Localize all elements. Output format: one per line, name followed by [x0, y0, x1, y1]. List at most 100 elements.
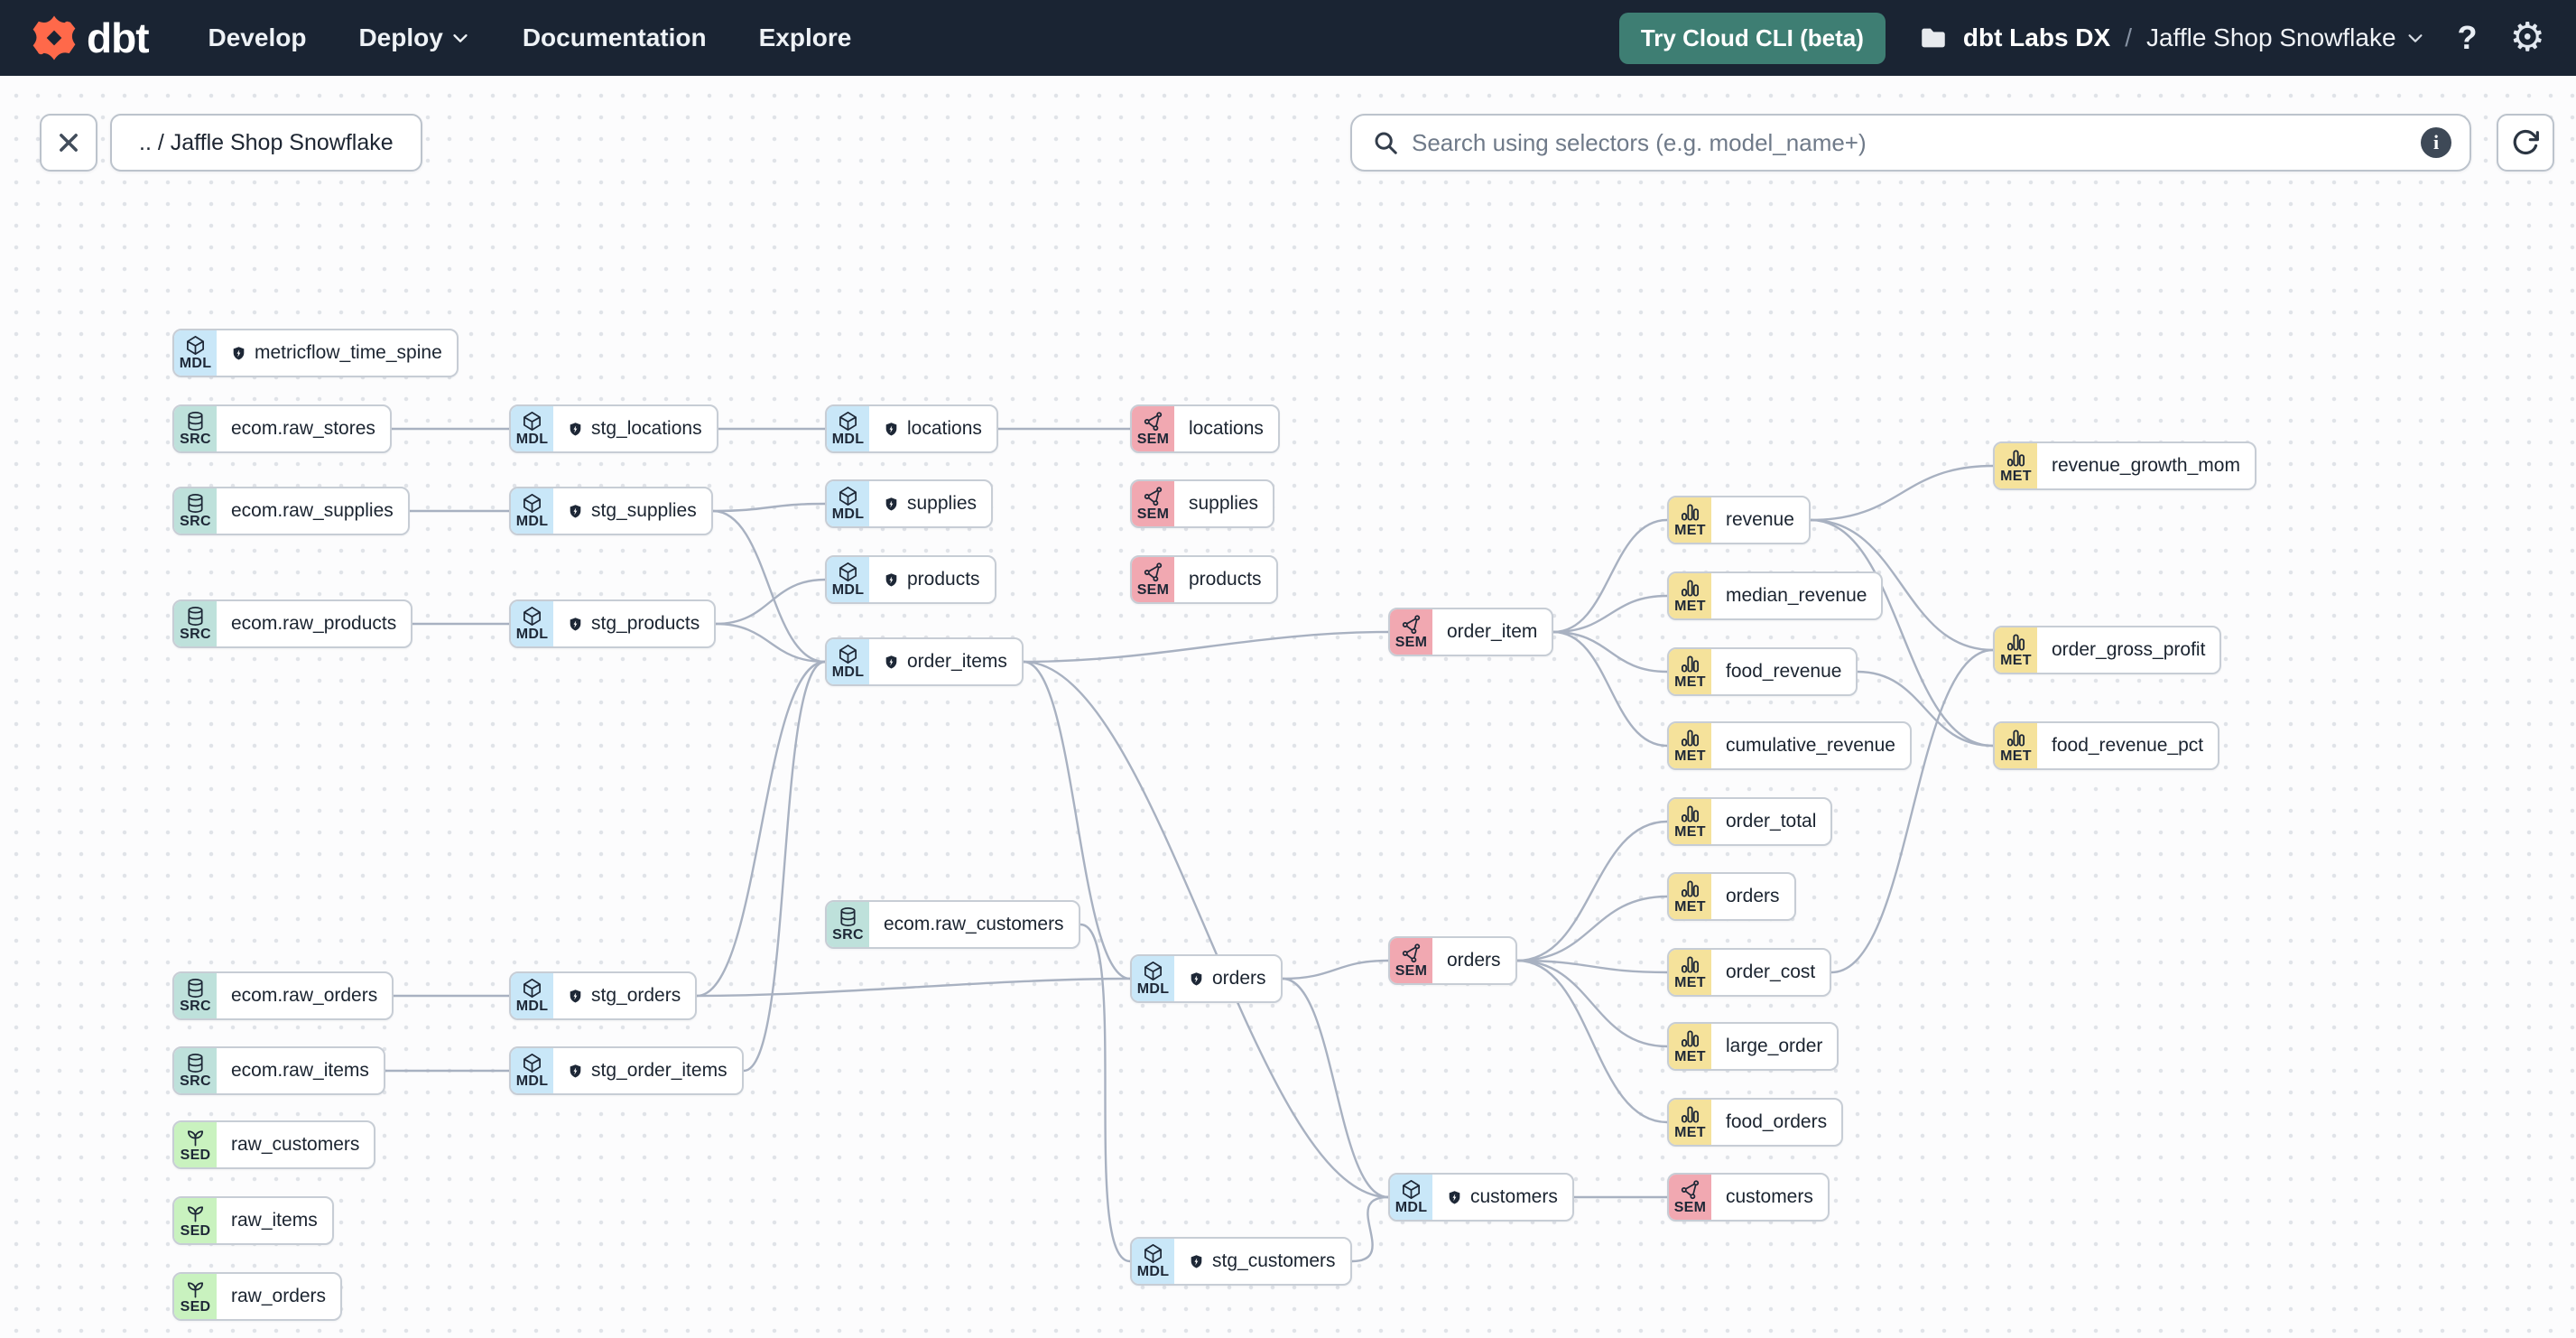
- graph-node-mdl-customers[interactable]: MDL customers: [1388, 1173, 1574, 1222]
- node-label: cumulative_revenue: [1726, 735, 1895, 756]
- node-label: stg_locations: [591, 418, 702, 439]
- model-cube-icon: [522, 1053, 542, 1073]
- dbt-wordmark: dbt: [87, 14, 150, 61]
- node-label: locations: [907, 418, 982, 439]
- project-breadcrumb: dbt Labs DX / Jaffle Shop Snowflake: [1918, 23, 2425, 53]
- node-type-badge: SED: [174, 1198, 217, 1243]
- selector-search-bar: i: [1350, 114, 2471, 172]
- metric-bars-icon: [1680, 878, 1700, 899]
- source-database-icon: [185, 606, 206, 627]
- search-input[interactable]: [1412, 128, 2408, 157]
- node-type-badge: MET: [1669, 723, 1711, 768]
- node-type-label: SEM: [1395, 634, 1428, 650]
- graph-node-mdl-stg_locations[interactable]: MDL stg_locations: [509, 404, 718, 453]
- node-type-badge: SRC: [827, 902, 869, 947]
- node-type-badge: SEM: [1132, 481, 1174, 526]
- node-type-badge: MET: [1995, 627, 2037, 673]
- settings-gear-icon[interactable]: ⚙: [2509, 15, 2545, 60]
- graph-node-mdl-stg_order_items[interactable]: MDL stg_order_items: [509, 1046, 744, 1095]
- help-icon[interactable]: ?: [2457, 19, 2478, 56]
- node-type-badge: SEM: [1390, 938, 1432, 983]
- model-cube-icon: [838, 644, 858, 664]
- node-type-label: SRC: [180, 431, 211, 447]
- project-selector[interactable]: Jaffle Shop Snowflake: [2146, 23, 2425, 52]
- node-label: products: [1189, 569, 1262, 590]
- graph-breadcrumb[interactable]: .. / Jaffle Shop Snowflake: [110, 114, 422, 172]
- node-type-label: MET: [1674, 823, 1706, 840]
- nav-item-documentation[interactable]: Documentation: [522, 23, 707, 51]
- node-type-label: SEM: [1136, 581, 1170, 598]
- node-type-label: MDL: [1395, 1199, 1428, 1215]
- node-type-badge: MDL: [511, 406, 553, 451]
- shield-icon: [568, 503, 583, 520]
- node-type-label: MET: [1674, 598, 1706, 614]
- dbt-logo[interactable]: dbt: [31, 14, 150, 61]
- node-type-label: MET: [1674, 1048, 1706, 1064]
- node-type-badge: SED: [174, 1274, 217, 1319]
- node-type-label: MDL: [831, 506, 865, 522]
- try-cloud-cli-button[interactable]: Try Cloud CLI (beta): [1618, 12, 1886, 64]
- node-label: stg_supplies: [591, 500, 697, 521]
- refresh-button[interactable]: [2497, 114, 2554, 172]
- node-label: raw_customers: [231, 1134, 360, 1155]
- node-type-badge: MDL: [1390, 1175, 1432, 1220]
- graph-node-sem-products[interactable]: SEM products: [1130, 555, 1278, 604]
- node-label: products: [907, 569, 980, 590]
- org-name[interactable]: dbt Labs DX: [1962, 23, 2111, 51]
- node-type-label: MET: [1674, 898, 1706, 915]
- close-lineage-button[interactable]: [40, 114, 97, 172]
- node-label: locations: [1189, 418, 1264, 439]
- graph-node-mdl-products[interactable]: MDL products: [825, 555, 996, 604]
- node-type-label: MDL: [515, 998, 549, 1014]
- node-label: stg_order_items: [591, 1060, 727, 1081]
- nav-item-explore[interactable]: Explore: [758, 23, 852, 51]
- node-type-label: MDL: [831, 581, 865, 598]
- nav-item-deploy[interactable]: Deploy: [358, 23, 469, 52]
- shield-icon: [568, 616, 583, 633]
- node-type-badge: MDL: [1132, 956, 1174, 1001]
- info-icon[interactable]: i: [2421, 127, 2451, 158]
- model-cube-icon: [522, 978, 542, 999]
- nav-item-develop[interactable]: Develop: [208, 23, 307, 51]
- node-label: customers: [1470, 1186, 1558, 1207]
- graph-breadcrumb-label: .. / Jaffle Shop Snowflake: [139, 129, 394, 155]
- graph-node-met-cumulative_revenue[interactable]: MET cumulative_revenue: [1667, 721, 1912, 770]
- node-type-label: MDL: [515, 1073, 549, 1089]
- node-type-badge: MET: [1669, 1100, 1711, 1145]
